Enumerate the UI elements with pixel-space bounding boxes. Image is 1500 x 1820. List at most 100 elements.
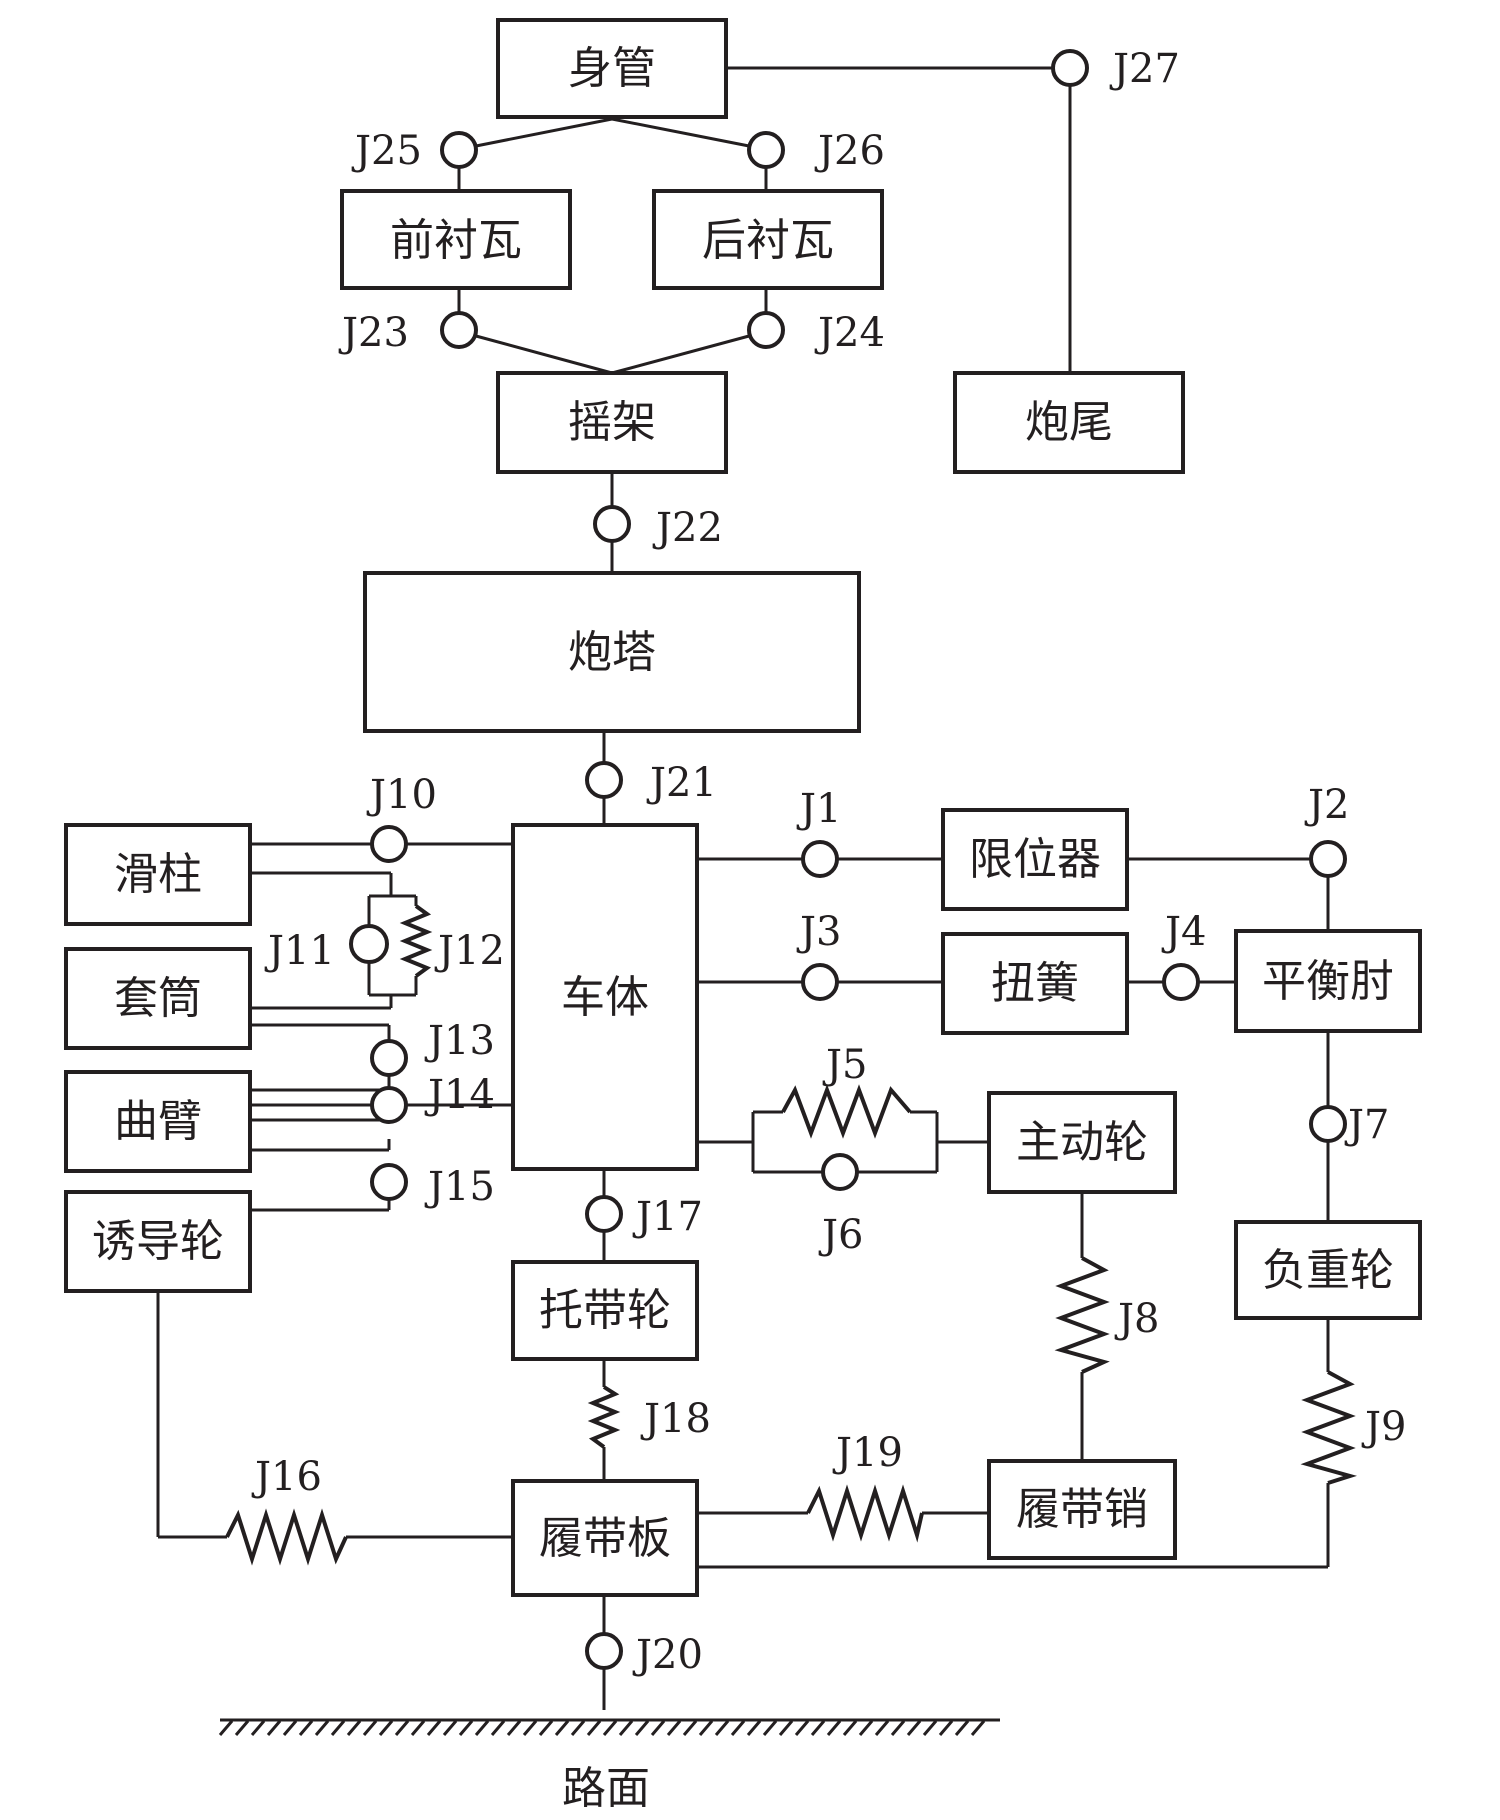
ground-hatch-mark bbox=[858, 1720, 874, 1736]
joint-label-J25: J25 bbox=[351, 128, 422, 174]
box-paowei: 炮尾 bbox=[953, 371, 1185, 474]
box-label: 限位器 bbox=[969, 834, 1101, 885]
joint-label-J5: J5 bbox=[822, 1042, 867, 1088]
joint-J2 bbox=[1309, 840, 1347, 878]
ground-hatch-mark bbox=[730, 1720, 746, 1736]
ground-hatch-mark bbox=[346, 1720, 362, 1736]
ground-hatch-mark bbox=[826, 1720, 842, 1736]
box-qianchenwa: 前衬瓦 bbox=[340, 189, 572, 290]
box-tuodailun: 托带轮 bbox=[511, 1260, 699, 1361]
joint-J26 bbox=[747, 131, 785, 169]
joint-J13 bbox=[370, 1039, 408, 1077]
springs bbox=[225, 904, 1357, 1566]
joint-J1 bbox=[801, 840, 839, 878]
ground-hatch-mark bbox=[490, 1720, 506, 1736]
ground-hatch-mark bbox=[794, 1720, 810, 1736]
joint-label-J15: J15 bbox=[424, 1164, 495, 1210]
box-zhudonglun: 主动轮 bbox=[987, 1091, 1177, 1194]
joint-J6 bbox=[821, 1153, 859, 1191]
box-paota: 炮塔 bbox=[363, 571, 861, 733]
ground-hatch-mark bbox=[442, 1720, 458, 1736]
box-label: 前衬瓦 bbox=[390, 215, 522, 266]
joint-label-J23: J23 bbox=[338, 310, 409, 356]
joint-label-J22: J22 bbox=[652, 505, 723, 551]
ground-hatch-mark bbox=[426, 1720, 442, 1736]
joint-J24 bbox=[747, 311, 785, 349]
joint-J4 bbox=[1162, 963, 1200, 1001]
joint-J23 bbox=[440, 311, 478, 349]
ground-label: 路面 bbox=[562, 1763, 650, 1814]
box-label: 主动轮 bbox=[1016, 1117, 1148, 1168]
joint-label-J27: J27 bbox=[1109, 46, 1180, 92]
box-label: 身管 bbox=[568, 43, 656, 94]
joint-circles bbox=[349, 49, 1347, 1670]
box-label: 炮塔 bbox=[568, 627, 656, 678]
box-fuzhonglun: 负重轮 bbox=[1234, 1220, 1422, 1320]
box-label: 炮尾 bbox=[1025, 397, 1113, 448]
joint-label-J18: J18 bbox=[640, 1396, 711, 1442]
box-label: 履带板 bbox=[539, 1513, 671, 1564]
ground-hatch-mark bbox=[506, 1720, 522, 1736]
ground-hatch-mark bbox=[602, 1720, 618, 1736]
joint-label-J10: J10 bbox=[366, 772, 437, 818]
box-label: 曲臂 bbox=[114, 1096, 202, 1147]
spring-J19 bbox=[806, 1484, 924, 1543]
ground-hatch-mark bbox=[378, 1720, 394, 1736]
ground-hatch-mark bbox=[762, 1720, 778, 1736]
spring-J9 bbox=[1300, 1370, 1357, 1485]
ground-hatch-mark bbox=[362, 1720, 378, 1736]
spring-J8 bbox=[1054, 1256, 1110, 1374]
box-youdaolun: 诱导轮 bbox=[64, 1190, 252, 1293]
joint-label-J6: J6 bbox=[818, 1212, 863, 1258]
box-label: 诱导轮 bbox=[92, 1216, 224, 1267]
ground-hatch-mark bbox=[298, 1720, 314, 1736]
joint-label-J11: J11 bbox=[264, 928, 335, 974]
joint-label-J13: J13 bbox=[424, 1018, 495, 1064]
joint-J10 bbox=[370, 825, 408, 863]
ground-hatch-mark bbox=[330, 1720, 346, 1736]
ground-hatch-mark bbox=[522, 1720, 538, 1736]
ground-hatch-mark bbox=[922, 1720, 938, 1736]
box-label: 扭簧 bbox=[991, 958, 1079, 1009]
joint-label-J17: J17 bbox=[632, 1194, 703, 1240]
ground-hatch-mark bbox=[746, 1720, 762, 1736]
box-lvdaiban: 履带板 bbox=[511, 1479, 699, 1597]
ground-hatch-mark bbox=[282, 1720, 298, 1736]
box-yaojia: 摇架 bbox=[496, 371, 728, 474]
ground-hatch-mark bbox=[874, 1720, 890, 1736]
spring-J16 bbox=[225, 1508, 348, 1566]
joint-J14 bbox=[370, 1086, 408, 1124]
joint-label-J20: J20 bbox=[632, 1632, 703, 1678]
ground-hatch-mark bbox=[586, 1720, 602, 1736]
box-label: 托带轮 bbox=[539, 1285, 671, 1336]
ground-hatch-mark bbox=[698, 1720, 714, 1736]
joint-label-J24: J24 bbox=[814, 310, 885, 356]
box-xianweiqi: 限位器 bbox=[941, 808, 1129, 911]
ground-hatch-mark bbox=[666, 1720, 682, 1736]
spring-J5 bbox=[781, 1084, 912, 1139]
ground-hatch-mark bbox=[538, 1720, 554, 1736]
ground-hatch-mark bbox=[394, 1720, 410, 1736]
ground-hatch-mark bbox=[842, 1720, 858, 1736]
joint-label-J26: J26 bbox=[814, 128, 885, 174]
joint-J7 bbox=[1309, 1105, 1347, 1143]
joint-label-J19: J19 bbox=[832, 1430, 903, 1476]
box-niuhuang: 扭簧 bbox=[941, 932, 1129, 1035]
ground-hatch-mark bbox=[234, 1720, 250, 1736]
ground-hatch-mark bbox=[650, 1720, 666, 1736]
ground-hatch-mark bbox=[682, 1720, 698, 1736]
joint-label-J2: J2 bbox=[1304, 782, 1349, 828]
spring-J18 bbox=[587, 1385, 621, 1449]
joint-J15 bbox=[370, 1163, 408, 1201]
ground-hatching bbox=[218, 1720, 986, 1736]
joint-J17 bbox=[585, 1195, 623, 1233]
joint-J11 bbox=[349, 924, 389, 964]
joint-J22 bbox=[593, 505, 631, 543]
ground-hatch-mark bbox=[938, 1720, 954, 1736]
ground-hatch-mark bbox=[266, 1720, 282, 1736]
joint-label-J1: J1 bbox=[796, 786, 841, 832]
joint-label-J3: J3 bbox=[796, 909, 841, 955]
joint-J21 bbox=[585, 761, 623, 799]
ground-hatch-mark bbox=[218, 1720, 234, 1736]
